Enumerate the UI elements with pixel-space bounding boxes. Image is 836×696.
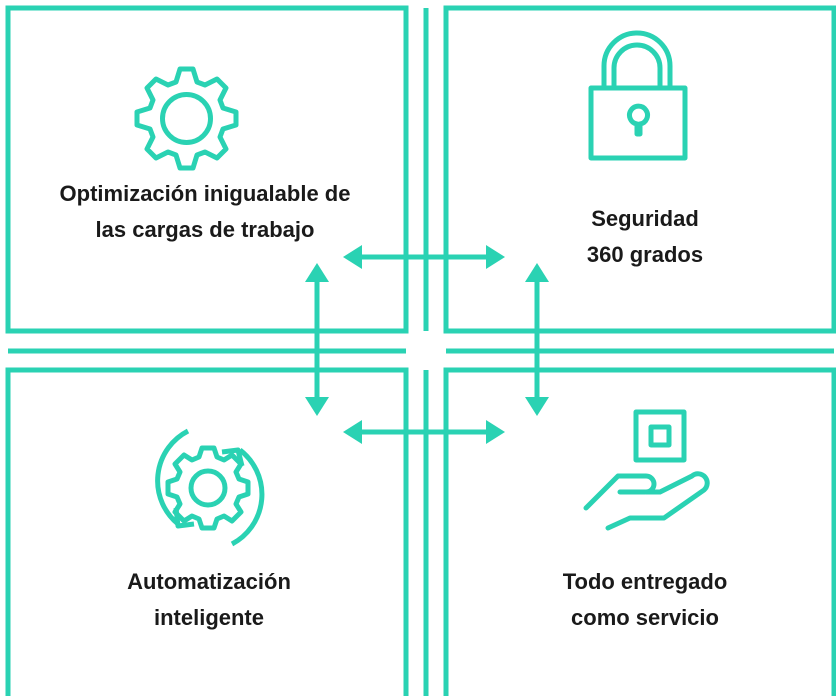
double-arrow-left-vertical — [305, 263, 329, 416]
double-arrow-top-horizontal — [343, 245, 505, 269]
hand-chip-icon — [583, 409, 710, 531]
quadrant-label-security: Seguridad 360 grados — [500, 201, 790, 273]
quadrant-frame-top-left — [5, 5, 409, 334]
quadrant-label-line: Todo entregado — [562, 569, 728, 594]
quadrant-frame-top-right — [443, 5, 836, 334]
gear-icon — [134, 66, 239, 171]
padlock-icon — [588, 30, 688, 161]
quadrant-frame-bottom-left — [5, 367, 409, 696]
quadrant-label-line: las cargas de trabajo — [95, 217, 315, 242]
gear-cycle-icon — [155, 428, 265, 547]
quadrant-label-line: 360 grados — [586, 242, 704, 267]
double-arrow-right-vertical — [525, 263, 549, 416]
quadrant-frame-bottom-right — [443, 367, 836, 696]
double-arrow-bottom-horizontal — [343, 420, 505, 444]
quadrant-label-line: inteligente — [153, 605, 264, 630]
quadrant-label-line: Optimización inigualable de — [59, 181, 351, 206]
quadrant-label-workload: Optimización inigualable de las cargas d… — [24, 176, 386, 248]
quadrant-label-line: como servicio — [571, 605, 719, 630]
quadrant-label-line: Automatización — [127, 569, 291, 594]
quadrant-label-automation: Automatización inteligente — [64, 564, 354, 636]
quadrant-label-service: Todo entregado como servicio — [500, 564, 790, 636]
quadrant-label-line: Seguridad — [591, 206, 699, 231]
